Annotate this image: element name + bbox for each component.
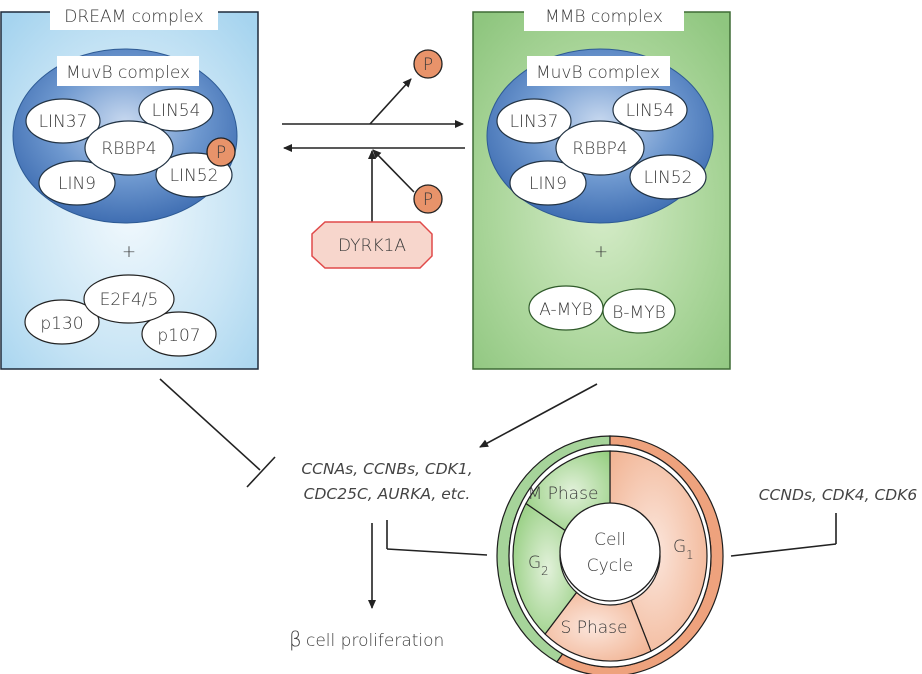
svg-text:LIN37: LIN37 [510, 112, 559, 132]
svg-text:RBBP4: RBBP4 [101, 139, 156, 159]
mmb-title: MMB complex [545, 7, 663, 27]
outcome-text: cell proliferation [306, 631, 444, 651]
svg-text:P: P [216, 143, 226, 163]
svg-text:LIN37: LIN37 [39, 112, 88, 132]
svg-text:P: P [423, 55, 433, 75]
svg-text:p130: p130 [40, 314, 83, 334]
mmb-title-bg [524, 1, 684, 31]
phase-g2-label: G 2 [528, 553, 549, 578]
phospho-top: P [413, 49, 443, 79]
svg-text:LIN52: LIN52 [644, 168, 693, 188]
svg-text:G: G [673, 537, 686, 557]
mmb-protein-lin9: LIN9 [509, 160, 587, 206]
mmb-protein-lin37: LIN37 [496, 98, 572, 144]
mmb-muvb-title: MuvB complex [536, 63, 660, 83]
mmb-protein-lin54: LIN54 [612, 88, 688, 132]
target-genes: CCNAs, CCNBs, CDK1, CDC25C, AURKA, etc. [301, 460, 472, 503]
cell-cycle-center [559, 502, 661, 602]
conversion-arrows [282, 78, 465, 222]
mmb-protein-rbbp4: RBBP4 [555, 120, 645, 176]
phase-s [544, 591, 652, 662]
dream-muvb-title: MuvB complex [66, 63, 190, 83]
dream-complex: DREAM complex MuvB complex LIN37 LIN54 L… [0, 1, 259, 370]
svg-text:LIN54: LIN54 [152, 101, 201, 121]
dream-protein-lin37: LIN37 [25, 98, 101, 144]
cell-cycle-label-2: Cycle [587, 556, 633, 576]
dream-partner-p107: p107 [141, 311, 217, 357]
dream-partner-p130: p130 [24, 299, 100, 345]
svg-text:P: P [423, 190, 433, 210]
phase-s-label: S Phase [561, 618, 628, 638]
phase-m-label: M Phase [528, 484, 599, 504]
svg-text:B-MYB: B-MYB [612, 303, 665, 323]
cell-cycle-label-1: Cell [594, 530, 626, 550]
svg-text:LIN9: LIN9 [529, 174, 567, 194]
outcome-label: β cell proliferation [289, 627, 444, 651]
target-genes-line2: CDC25C, AURKA, etc. [304, 485, 471, 503]
beta-symbol: β [289, 627, 302, 651]
dream-protein-rbbp4: RBBP4 [84, 120, 174, 176]
g1-regulators: CCNDs, CDK4, CDK6 [759, 486, 918, 504]
kinase-dyrk1a: DYRK1A [311, 221, 433, 269]
kinase-label: DYRK1A [338, 236, 406, 256]
mmb-muvb-title-bg [527, 56, 670, 86]
svg-text:2: 2 [541, 564, 549, 578]
g1-connector-horiz [730, 543, 837, 557]
phospho-bottom: P [413, 184, 443, 214]
svg-text:LIN54: LIN54 [626, 101, 675, 121]
mmb-partner-amyb: A-MYB [528, 285, 604, 331]
kinase-octagon [311, 221, 433, 269]
dream-muvb-title-bg [57, 56, 199, 86]
mmb-partner-bmyb: B-MYB [602, 288, 676, 334]
svg-text:G: G [528, 553, 541, 573]
svg-text:1: 1 [686, 548, 694, 562]
phase-g1-label: G 1 [673, 537, 694, 562]
mmb-protein-lin52: LIN52 [629, 154, 707, 200]
arrow-phosphate-release [369, 78, 412, 125]
dream-partner-e2f: E2F4/5 [83, 274, 175, 324]
arrow-phosphate-add [372, 149, 415, 193]
activation-arrow [479, 383, 598, 448]
svg-text:RBBP4: RBBP4 [572, 139, 627, 159]
svg-text:E2F4/5: E2F4/5 [100, 290, 159, 310]
target-connector-horiz [386, 548, 488, 556]
phase-g2 [512, 502, 578, 635]
svg-text:A-MYB: A-MYB [539, 300, 593, 320]
dream-phospho-badge: P [206, 137, 236, 167]
svg-text:p107: p107 [157, 326, 200, 346]
cell-cycle: Cell Cycle M Phase G 2 S Phase G 1 [496, 435, 724, 674]
dream-title: DREAM complex [64, 7, 203, 27]
dream-plus: + [122, 242, 136, 262]
dream-protein-lin54: LIN54 [138, 88, 214, 132]
svg-text:LIN52: LIN52 [170, 166, 219, 186]
inhibition-bar [246, 456, 276, 488]
svg-text:LIN9: LIN9 [58, 174, 96, 194]
dream-protein-lin9: LIN9 [38, 160, 116, 206]
target-genes-line1: CCNAs, CCNBs, CDK1, [301, 460, 472, 478]
inhibition-line [159, 378, 261, 471]
mmb-complex: MMB complex MuvB complex LIN37 LIN54 LIN… [472, 1, 731, 370]
mmb-plus: + [594, 242, 608, 262]
